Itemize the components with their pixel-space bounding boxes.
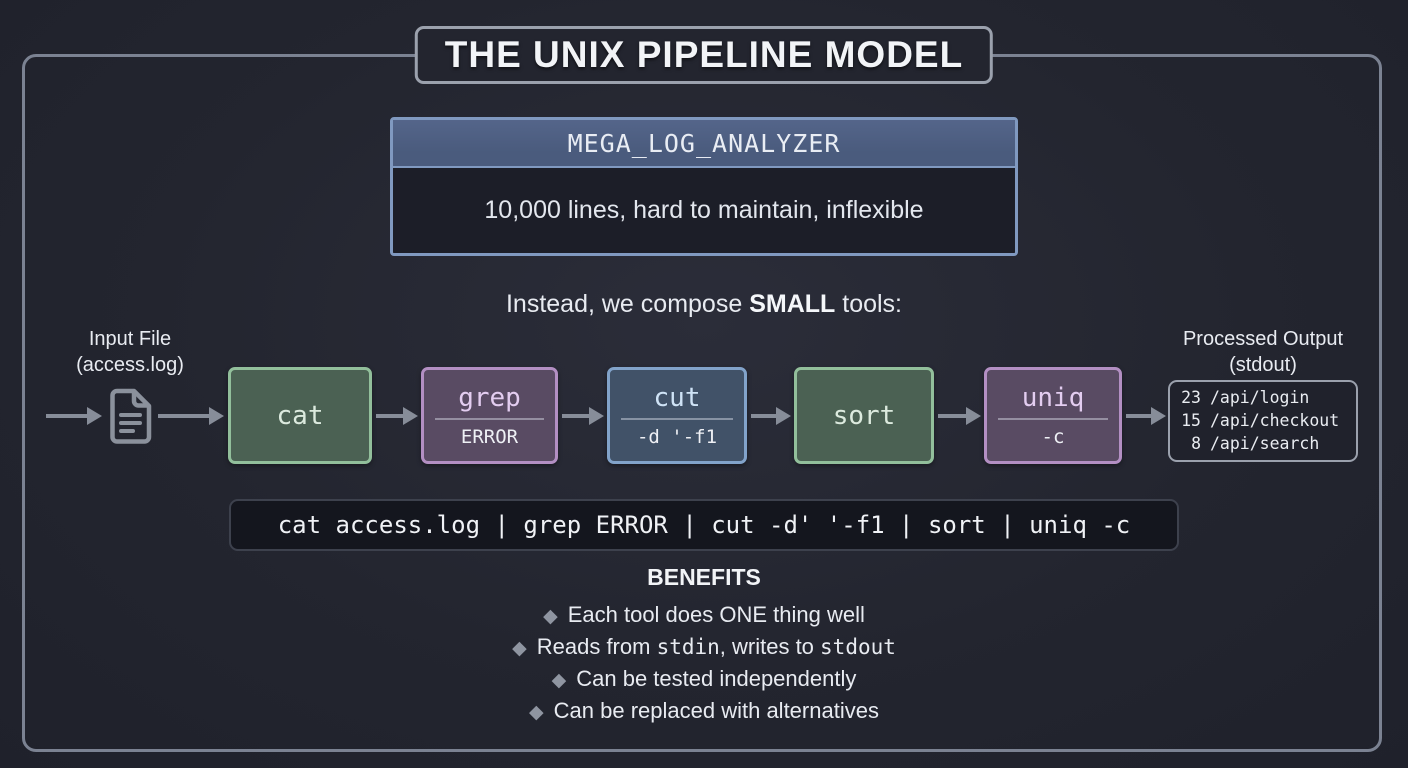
tool-arg: ERROR — [460, 425, 519, 448]
diamond-bullet-icon: ◆ — [529, 702, 544, 723]
benefit-code: stdin — [656, 635, 720, 659]
benefit-text: Each tool does ONE thing well — [567, 602, 865, 627]
tool-divider — [435, 418, 544, 420]
output-label-line1: Processed Output — [1182, 328, 1344, 350]
output-path: /api/search — [1210, 434, 1320, 453]
compose-prefix: Instead, we compose — [505, 290, 750, 318]
input-file-label: Input File (access.log) — [35, 326, 225, 378]
tool-divider — [998, 418, 1108, 420]
page-title-box: THE UNIX PIPELINE MODEL — [414, 26, 994, 84]
output-row: 8 /api/search — [1180, 433, 1346, 455]
compose-caption: Instead, we compose SMALL tools: — [0, 290, 1408, 319]
compose-emphasis: SMALL — [749, 290, 836, 318]
monolith-description: 10,000 lines, hard to maintain, inflexib… — [393, 168, 1015, 253]
output-label: Processed Output (stdout) — [1163, 326, 1363, 378]
benefit-text: Can be replaced with alternatives — [553, 698, 879, 723]
output-box: 23 /api/login 15 /api/checkout 8 /api/se… — [1168, 380, 1358, 462]
benefit-item: ◆ Can be replaced with alternatives — [0, 696, 1408, 728]
tool-box-cat: cat — [228, 367, 372, 464]
arrow-icon — [751, 406, 791, 425]
tool-box-cut: cut -d '-f1 — [607, 367, 747, 464]
arrow-icon — [562, 406, 604, 425]
tool-box-uniq: uniq -c — [984, 367, 1122, 464]
tool-name: grep — [458, 383, 521, 414]
command-bar: cat access.log | grep ERROR | cut -d' '-… — [229, 499, 1179, 551]
tool-arg: -c — [1041, 425, 1065, 448]
monolith-box: MEGA_LOG_ANALYZER 10,000 lines, hard to … — [390, 117, 1018, 256]
tool-name: uniq — [1021, 383, 1085, 414]
arrow-icon — [1126, 406, 1166, 425]
arrow-icon — [46, 406, 102, 425]
diamond-bullet-icon: ◆ — [551, 670, 567, 691]
diamond-bullet-icon: ◆ — [512, 638, 527, 659]
input-file-label-line2: (access.log) — [76, 354, 184, 376]
benefit-text: , writes to — [719, 634, 821, 659]
compose-suffix: tools: — [835, 290, 902, 318]
file-icon — [110, 388, 152, 444]
output-path: /api/checkout — [1210, 411, 1340, 430]
benefit-text: Can be tested independently — [576, 666, 857, 691]
diamond-bullet-icon: ◆ — [543, 606, 558, 627]
tool-box-grep: grep ERROR — [421, 367, 558, 464]
benefit-item: ◆ Can be tested independently — [0, 664, 1408, 696]
output-label-line2: (stdout) — [1229, 354, 1297, 376]
benefit-item: ◆ Each tool does ONE thing well — [0, 600, 1408, 632]
tool-box-sort: sort — [794, 367, 934, 464]
tool-divider — [621, 418, 733, 420]
benefit-item: ◆ Reads from stdin, writes to stdout — [0, 632, 1408, 664]
command-text: cat access.log | grep ERROR | cut -d' '-… — [277, 511, 1131, 539]
arrow-icon — [376, 406, 418, 425]
tool-arg: -d '-f1 — [636, 425, 718, 448]
arrow-icon — [158, 406, 224, 425]
page-title: THE UNIX PIPELINE MODEL — [444, 34, 964, 75]
tool-name: sort — [832, 400, 896, 431]
tool-name: cut — [653, 383, 701, 414]
tool-name: cat — [276, 400, 324, 431]
arrow-icon — [938, 406, 981, 425]
output-count: 23 — [1181, 388, 1201, 407]
output-count: 15 — [1181, 411, 1201, 430]
benefits-section: BENEFITS ◆Each tool does ONE thing well … — [0, 564, 1408, 728]
benefit-code: stdout — [820, 635, 896, 659]
output-row: 15 /api/checkout — [1180, 410, 1346, 432]
benefit-text: Reads from — [536, 634, 657, 659]
output-count: 8 — [1191, 434, 1201, 453]
monolith-name: MEGA_LOG_ANALYZER — [393, 120, 1015, 168]
input-file-label-line1: Input File — [88, 328, 172, 350]
output-row: 23 /api/login — [1180, 387, 1346, 409]
benefits-title: BENEFITS — [647, 564, 761, 590]
output-path: /api/login — [1210, 388, 1310, 407]
